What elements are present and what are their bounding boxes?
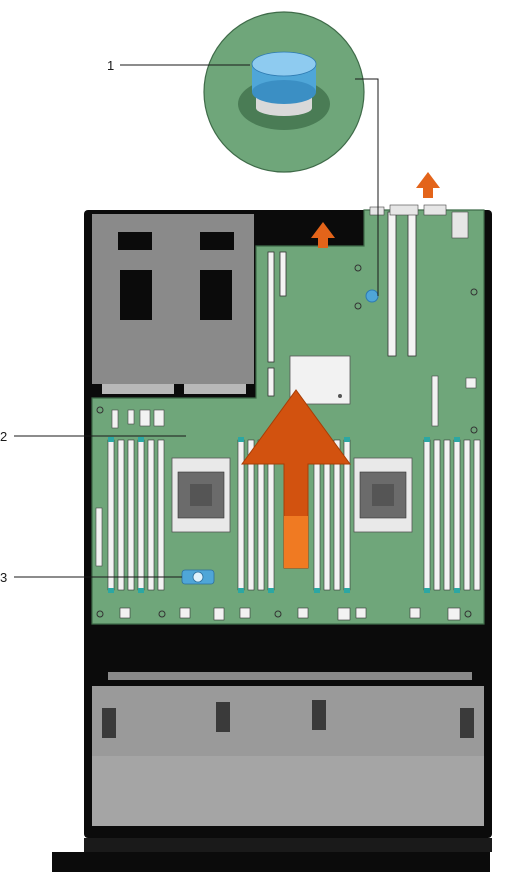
release-pin-icon xyxy=(251,51,317,104)
callout-leader-1-to-pin xyxy=(355,78,379,296)
bottom-connectors xyxy=(119,607,461,621)
system-board-holder-icon xyxy=(181,569,215,585)
processor-socket-2 xyxy=(353,457,413,533)
lift-direction-arrow xyxy=(241,389,351,569)
rear-io-ports xyxy=(369,204,469,239)
connectors xyxy=(95,375,477,567)
up-arrow-icon xyxy=(416,172,440,198)
callout-number-1: 1 xyxy=(107,58,114,73)
cooling-fan-assembly xyxy=(92,672,484,826)
callout-number-2: 2 xyxy=(0,429,7,444)
up-arrow-icon xyxy=(311,222,335,248)
processor-socket-1 xyxy=(171,457,231,533)
dimm-bank-c xyxy=(423,439,481,591)
release-pin-icon xyxy=(365,289,379,303)
dimm-bank-b xyxy=(237,439,351,591)
callout-number-3: 3 xyxy=(0,570,7,585)
riser-slots xyxy=(267,211,417,397)
power-supply-bay xyxy=(92,214,254,394)
board-screws xyxy=(96,264,478,618)
